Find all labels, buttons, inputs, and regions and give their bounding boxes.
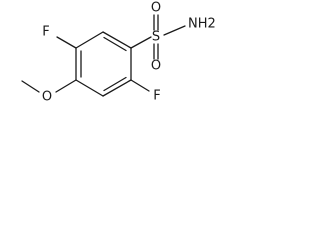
bond-ring-fluorine-bottom xyxy=(130,79,150,92)
benzene-ring xyxy=(75,31,132,97)
bond-sulfur-amine xyxy=(163,25,186,36)
ring-double-bond-1 xyxy=(103,36,127,52)
bond-methoxy-methyl xyxy=(21,80,40,93)
atom-fluorine-bottom: F xyxy=(153,89,160,104)
atom-fluorine-top: F xyxy=(42,25,49,40)
ring-bond-1 xyxy=(102,31,132,49)
ring-bond-4 xyxy=(75,79,104,97)
atom-oxygen-methoxy: O xyxy=(42,90,52,105)
atom-oxygen-sulfonyl-top: O xyxy=(151,1,161,16)
ring-bond-6 xyxy=(75,31,104,49)
ring-bond-3 xyxy=(102,79,132,97)
bond-ring-methoxy-oxygen xyxy=(55,79,77,93)
ring-double-bond-2 xyxy=(103,76,127,92)
bond-ring-sulfur xyxy=(130,36,152,49)
bond-ring-fluorine-top xyxy=(56,36,77,49)
atom-amine: NH2 xyxy=(188,17,216,32)
chemical-structure: F S O O NH2 O F xyxy=(21,1,216,105)
atom-sulfur: S xyxy=(152,30,160,45)
atom-oxygen-sulfonyl-bottom: O xyxy=(151,59,161,74)
